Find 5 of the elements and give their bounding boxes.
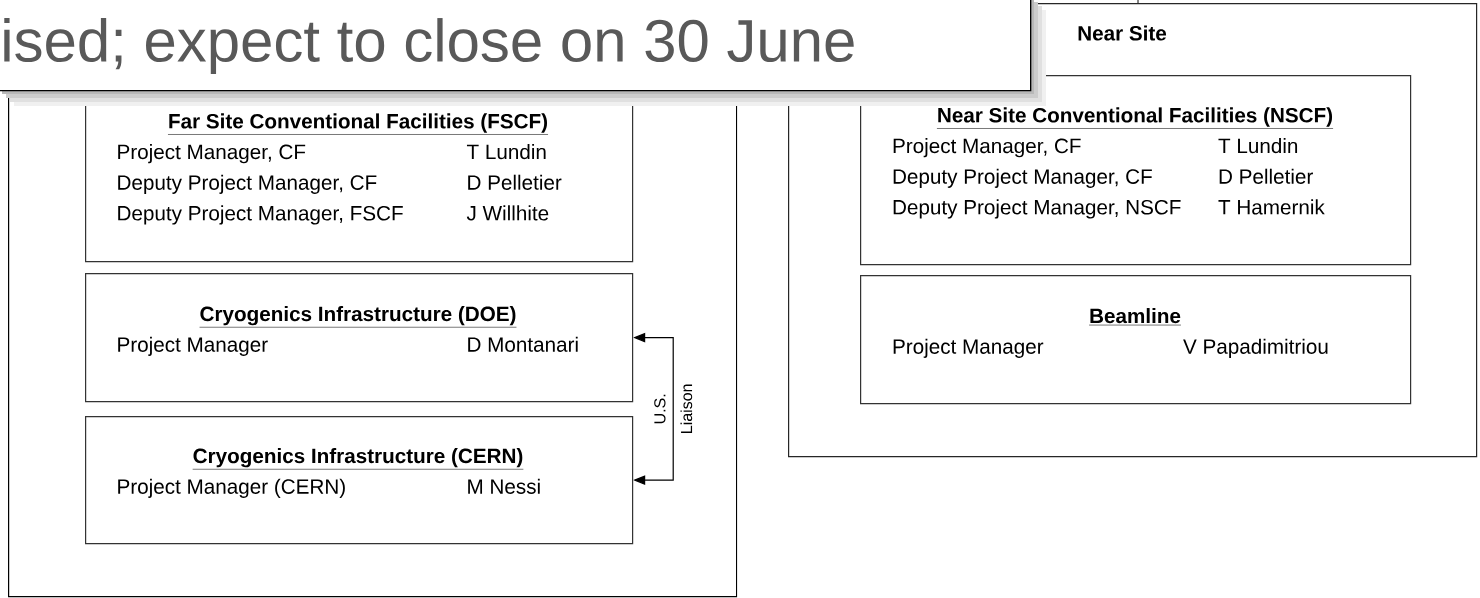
team-box: Cryogenics Infrastructure (CERN) Project Manager (CERN) M Nessi	[85, 416, 634, 545]
team-box: Cryogenics Infrastructure (DOE) Project Manager D Montanari	[85, 273, 634, 403]
edge-label: U.S. Liaison	[654, 384, 693, 433]
team-box: Beamline Project Manager V Papadimitriou	[860, 275, 1412, 405]
callout-tooltip: ised; expect to close on 30 June	[0, 0, 1046, 106]
